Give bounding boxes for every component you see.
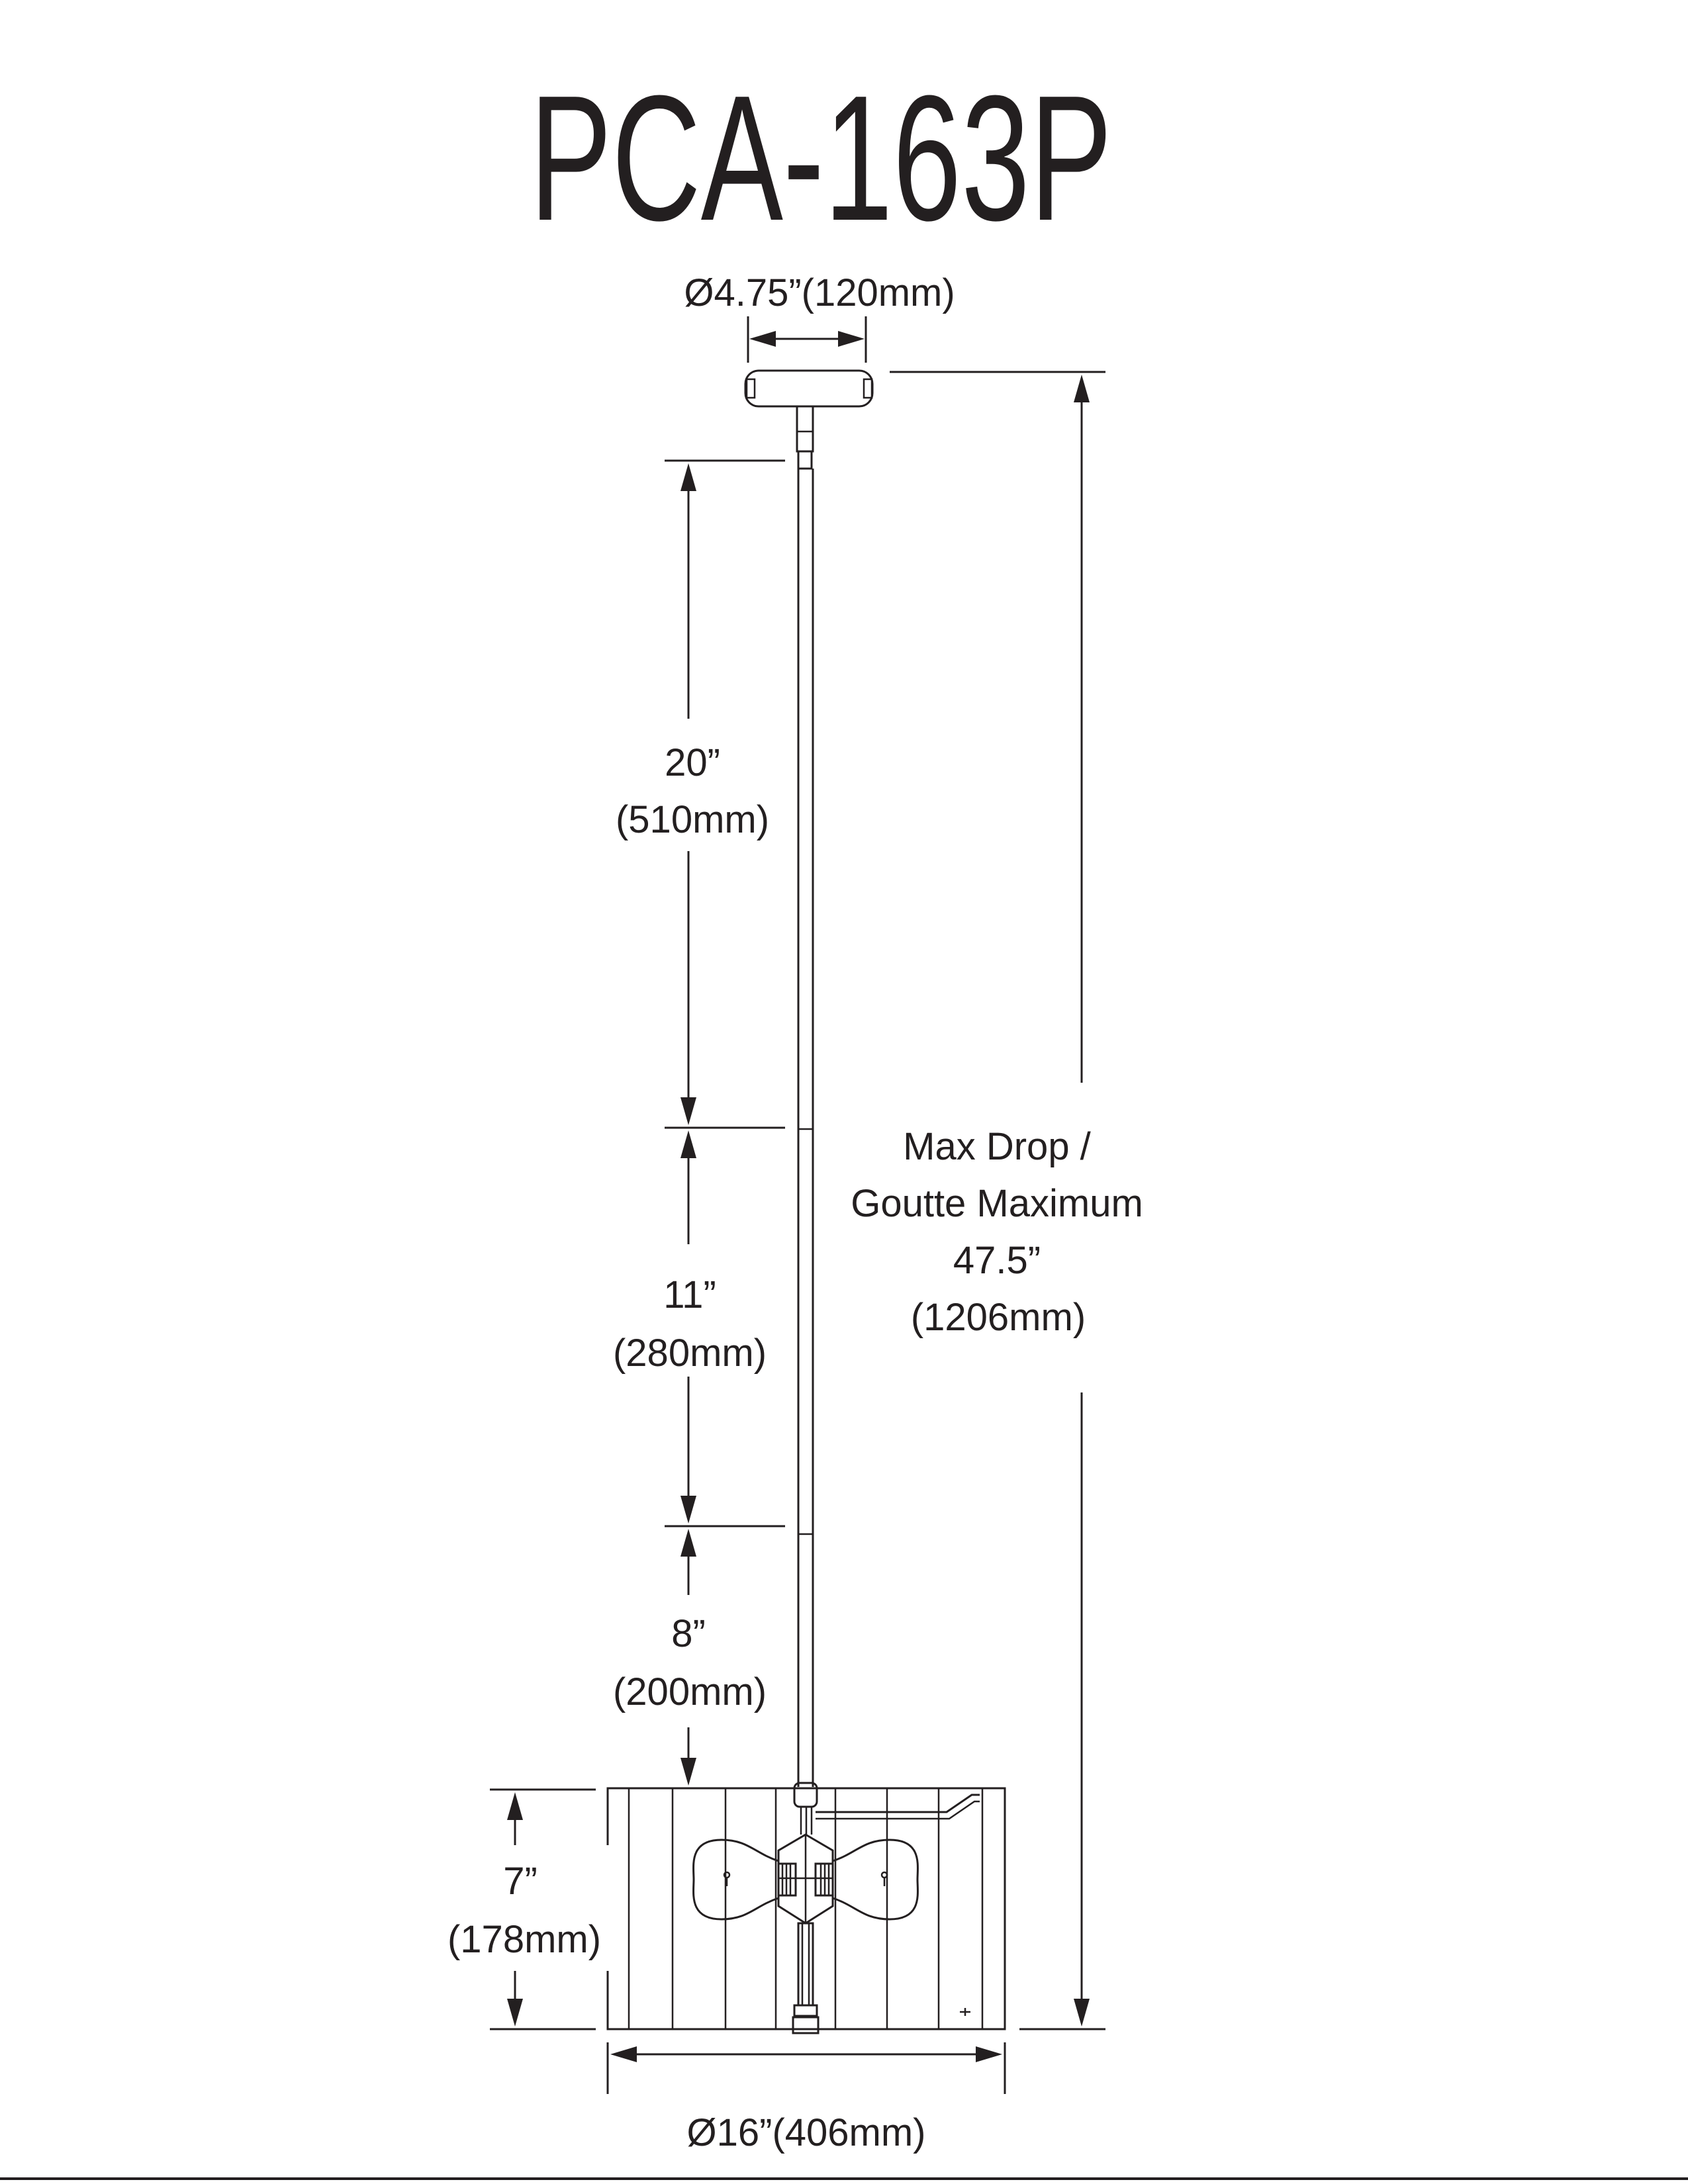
rod-1-mm: (510mm) [616,798,769,841]
right-bulb [831,1839,919,1921]
max-drop-dimension: Max Drop / Goutte Maximum 47.5” (1206mm) [851,371,1143,2030]
shade-height-dimension: 7” (178mm) [447,1788,609,2030]
canopy-diameter-label: Ø4.75”(120mm) [684,271,955,314]
model-title: PCA-163P [530,59,1112,258]
canopy-diameter-dimension: Ø4.75”(120mm) [684,271,955,363]
shade-diameter-dimension: Ø16”(406mm) [606,2042,1006,2154]
canopy [744,369,874,408]
canopy-screw-right [863,378,873,399]
max-drop-mm: (1206mm) [911,1296,1086,1339]
rod-dimensions: 20” (510mm) 11” (280mm) 8” (200mm) [609,459,785,1786]
shade-height-mm: (178mm) [447,1918,601,1961]
rod-1-inches: 20” [665,741,720,784]
canopy-screw-left [745,378,756,399]
max-drop-line2: Goutte Maximum [851,1182,1143,1225]
center-hub [777,1782,834,2034]
canopy-neck [796,405,814,453]
rod-2-mm: (280mm) [613,1332,767,1375]
lower-stem [797,1922,814,2007]
finial [792,2016,820,2034]
rod-3-mm: (200mm) [613,1670,767,1713]
max-drop-inches: 47.5” [953,1239,1041,1282]
shade-diameter-label: Ø16”(406mm) [687,2111,926,2154]
shade-height-inches: 7” [503,1860,538,1903]
pendant-fixture [606,369,1006,2034]
rod-3-inches: 8” [671,1612,706,1655]
stem-rods [797,469,814,1787]
rod-2-inches: 11” [663,1273,716,1316]
max-drop-line1: Max Drop / [903,1125,1092,1168]
left-bulb [692,1839,780,1921]
